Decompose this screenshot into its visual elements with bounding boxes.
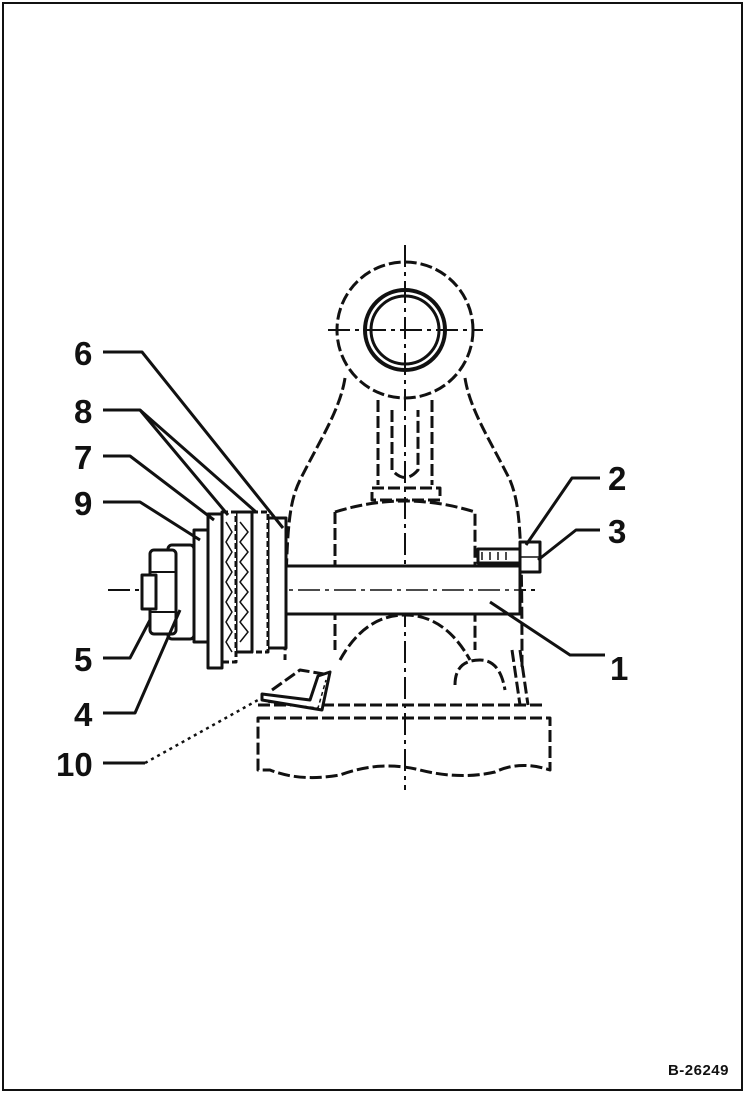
callout-3: 3 [608, 513, 626, 550]
pin [260, 564, 522, 616]
wear-pad [260, 670, 332, 712]
callout-1: 1 [610, 650, 628, 687]
callout-9: 9 [74, 485, 92, 522]
callout-2: 2 [608, 460, 626, 497]
plate-stack [192, 510, 288, 670]
callout-5: 5 [74, 641, 92, 678]
callout-6: 6 [74, 335, 92, 372]
callout-8: 8 [74, 393, 92, 430]
leader-lines [103, 350, 605, 765]
callout-10: 10 [56, 746, 93, 783]
callout-4: 4 [74, 696, 93, 733]
figure-code: B-26249 [667, 1062, 729, 1079]
lift-eye [335, 260, 475, 400]
retaining-bolt [476, 540, 542, 574]
callout-7: 7 [74, 439, 92, 476]
pin-nut [140, 543, 196, 641]
callout-labels: 6 8 7 9 5 4 10 2 3 1 [56, 335, 628, 783]
